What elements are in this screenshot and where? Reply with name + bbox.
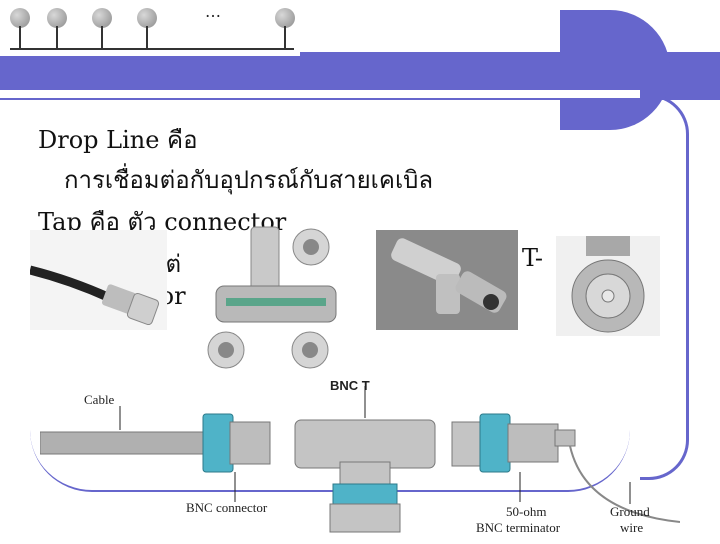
text-drop-line-def: การเชื่อมต่อกับอุปกรณ์กับสายเคเบิล <box>64 166 434 194</box>
drop-line <box>56 26 58 50</box>
label-bnc-connector: BNC connector <box>186 500 268 515</box>
bus-cable-line <box>10 48 294 50</box>
t-connector-photo <box>196 222 366 372</box>
node-icon <box>137 8 157 28</box>
text-drop-line: Drop Line คือ <box>38 126 198 154</box>
bus-topology-figure: … <box>0 0 300 56</box>
label-cable: Cable <box>84 392 115 407</box>
bnc-diagram: Cable BNC T BNC connector 50-ohm BNC ter… <box>39 372 681 540</box>
t-connector-plug-photo <box>376 230 518 330</box>
drop-line <box>19 26 21 50</box>
node-icon <box>10 8 30 28</box>
node-icon <box>275 8 295 28</box>
bnc-terminator-photo <box>556 236 660 336</box>
drop-line <box>284 26 286 50</box>
label-ground-2: wire <box>620 520 644 535</box>
label-ground-1: Ground <box>610 504 650 519</box>
frame-bottom-arc <box>30 430 630 492</box>
label-bnc-t: BNC T <box>330 378 370 393</box>
bnc-plug-photo <box>30 230 167 330</box>
drop-line <box>146 26 148 50</box>
label-terminator-2: BNC terminator <box>476 520 561 535</box>
band-divider <box>0 90 640 98</box>
text-t-prefix: T- <box>522 244 544 272</box>
node-icon <box>47 8 67 28</box>
drop-line <box>101 26 103 50</box>
node-icon <box>92 8 112 28</box>
ellipsis: … <box>205 2 221 21</box>
label-terminator-1: 50-ohm <box>506 504 547 519</box>
